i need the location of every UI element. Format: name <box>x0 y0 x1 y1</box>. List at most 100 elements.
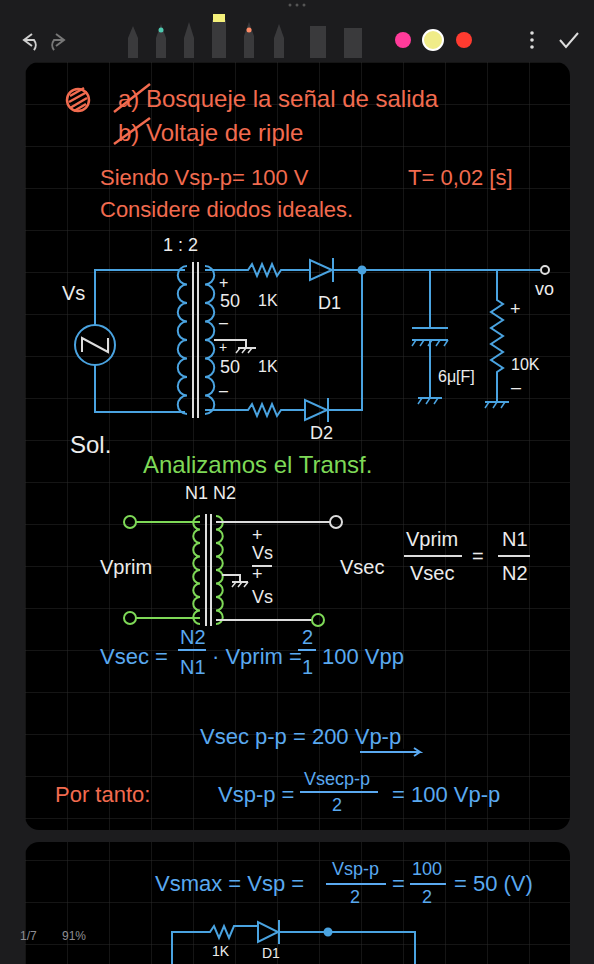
rectifier-schematic <box>178 266 187 414</box>
handwritten-note: – <box>219 314 228 332</box>
handwritten-note: 1K <box>258 292 278 310</box>
handwritten-note: b) Voltaje de riple <box>118 120 303 146</box>
handwritten-note: 1K <box>212 944 229 959</box>
strike-marks <box>67 89 89 111</box>
rectifier-schematic <box>193 262 198 418</box>
transformer-sketch <box>312 614 324 626</box>
rectifier-schematic <box>75 325 115 365</box>
rectifier-schematic <box>485 402 505 408</box>
partial-schematic <box>325 929 332 936</box>
handwritten-note: 2 <box>302 626 313 648</box>
toolbar <box>456 32 472 48</box>
toolbar <box>289 4 292 7</box>
handwritten-note: vo <box>535 280 554 300</box>
handwritten-note: + <box>510 300 521 320</box>
handwritten-note: Analizamos el Transf. <box>143 452 372 478</box>
toolbar <box>159 28 164 33</box>
handwritten-note: Vsec <box>340 556 384 578</box>
handwritten-note: Vprim <box>406 528 458 550</box>
toolbar <box>156 24 166 58</box>
handwritten-note: – <box>219 382 228 400</box>
toolbar <box>212 20 226 58</box>
handwritten-note: Vsmax = Vsp = <box>155 872 304 896</box>
handwritten-note: 1K <box>258 358 278 376</box>
handwritten-note: 50 <box>220 358 240 378</box>
toolbar <box>128 20 362 58</box>
handwritten-note: D2 <box>310 424 333 444</box>
handwritten-note: = 50 (V) <box>454 872 533 896</box>
handwritten-note: Vprim <box>100 556 152 578</box>
strike-marks <box>69 88 87 111</box>
fraction-bars <box>300 791 378 793</box>
handwritten-note: Sol. <box>70 432 111 458</box>
handwritten-note: 2 <box>332 796 342 816</box>
rectifier-schematic <box>82 338 108 352</box>
handwritten-note: 1/7 <box>20 930 37 943</box>
toolbar <box>0 0 594 58</box>
handwritten-note: N1 <box>502 528 528 550</box>
transformer-sketch <box>222 575 248 582</box>
handwritten-note: Vsec <box>410 562 454 584</box>
handwritten-note: Vs <box>252 544 273 564</box>
handwritten-note: T= 0,02 [s] <box>408 166 513 190</box>
handwritten-note: Vsec = <box>100 645 168 669</box>
handwritten-note: + <box>252 526 263 546</box>
transformer-sketch <box>206 514 211 626</box>
toolbar <box>530 38 534 42</box>
toolbar <box>296 4 299 7</box>
rectifier-schematic <box>236 348 252 353</box>
toolbar <box>344 28 362 58</box>
rectifier-schematic <box>205 266 214 414</box>
handwritten-note: Vsp-p <box>332 860 379 880</box>
handwritten-note: D1 <box>262 946 280 961</box>
handwritten-note: a) Bosqueje la señal de salida <box>118 86 438 112</box>
transformer-sketch <box>193 516 200 624</box>
handwritten-note: 100 Vpp <box>322 645 404 669</box>
handwritten-note: N1 <box>180 656 206 678</box>
rectifier-schematic <box>485 270 509 402</box>
rectifier-schematic <box>305 398 328 422</box>
handwritten-note: Vsp-p = <box>218 783 294 807</box>
note-page <box>25 842 570 964</box>
fraction-bars <box>178 556 530 884</box>
note-page <box>25 62 570 830</box>
toolbar <box>0 0 594 58</box>
handwritten-note: 1 : 2 <box>163 236 198 256</box>
handwritten-note: Siendo Vsp-p= 100 V <box>100 166 309 190</box>
transformer-sketch <box>216 522 330 620</box>
handwritten-note: N1 N2 <box>185 484 236 504</box>
toolbar <box>310 26 326 58</box>
handwritten-note: 1 <box>302 656 313 678</box>
rectifier-schematic <box>75 258 549 422</box>
partial-schematic <box>279 932 415 964</box>
handwritten-note: Vs <box>62 282 85 304</box>
handwritten-note: + <box>219 274 228 292</box>
fraction-bars <box>404 555 530 557</box>
transformer-sketch <box>124 516 136 528</box>
toolbar <box>303 4 306 7</box>
partial-schematic <box>258 920 279 944</box>
handwritten-note: 91% <box>62 930 86 943</box>
handwritten-note: N2 <box>180 626 206 648</box>
rectifier-schematic <box>205 404 305 416</box>
handwritten-note: Por tanto: <box>55 783 150 807</box>
toolbar <box>128 26 138 58</box>
toolbar <box>423 30 443 50</box>
transformer-sketch <box>330 516 342 528</box>
partial-schematic <box>172 920 415 964</box>
rectifier-schematic <box>328 270 362 410</box>
transformer-sketch <box>232 582 248 587</box>
handwritten-note: N2 <box>502 562 528 584</box>
transformer-sketch <box>124 514 342 626</box>
rectifier-schematic <box>541 266 549 274</box>
note-page <box>25 62 570 830</box>
handwritten-note: 2 <box>350 888 360 908</box>
toolbar <box>244 22 254 58</box>
transformer-sketch <box>124 612 136 624</box>
toolbar <box>247 28 252 33</box>
toolbar <box>213 14 225 22</box>
toolbar <box>24 34 36 50</box>
handwritten-note: 6μ[F] <box>438 368 475 386</box>
handwritten-note: 10K <box>511 356 539 374</box>
